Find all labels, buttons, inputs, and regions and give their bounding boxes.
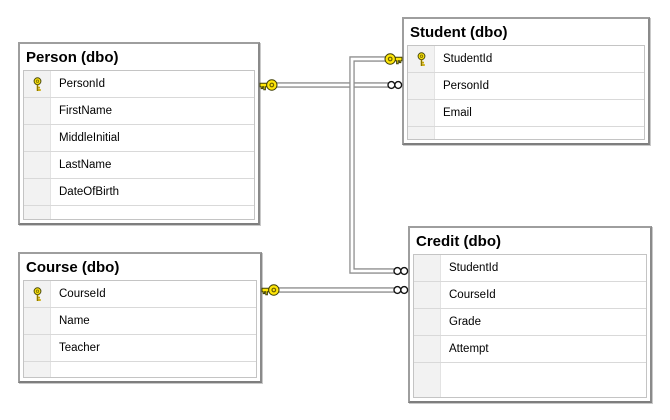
column-name: PersonId	[443, 80, 490, 92]
pk-cell	[408, 100, 434, 126]
table-row[interactable]: Attempt	[414, 336, 646, 363]
table-row[interactable]: Teacher	[24, 335, 256, 362]
primary-key-icon	[24, 71, 50, 97]
column-name: CourseId	[449, 289, 496, 301]
table-row[interactable]: CourseId	[414, 282, 646, 309]
many-end-infinity-icon	[387, 80, 403, 90]
column-name: DateOfBirth	[59, 186, 120, 198]
column-name: Grade	[449, 316, 481, 328]
one-end-key-icon	[261, 284, 280, 296]
pk-cell	[24, 308, 50, 334]
table-row[interactable]: StudentId	[414, 255, 646, 282]
table-title: Student (dbo)	[410, 23, 508, 41]
table-title: Person (dbo)	[26, 48, 119, 66]
many-end-infinity-icon	[393, 285, 409, 295]
pk-cell	[24, 179, 50, 205]
pk-cell	[414, 336, 440, 362]
table-row[interactable]: DateOfBirth	[24, 179, 254, 206]
column-name: Email	[443, 107, 472, 119]
table-row[interactable]: PersonId	[408, 73, 644, 100]
column-name: StudentId	[443, 53, 493, 65]
table-row[interactable]: FirstName	[24, 98, 254, 125]
column-name: Teacher	[59, 342, 100, 354]
row-selector-column	[414, 255, 441, 397]
pk-cell	[414, 309, 440, 335]
column-name: MiddleInitial	[59, 132, 120, 144]
pk-cell	[24, 152, 50, 178]
one-end-key-icon	[384, 53, 403, 65]
table-header[interactable]: Student (dbo)	[404, 19, 648, 45]
table-header[interactable]: Person (dbo)	[20, 44, 258, 70]
column-name: StudentId	[449, 262, 499, 274]
one-end-key-icon	[259, 79, 278, 91]
table-row[interactable]: Name	[24, 308, 256, 335]
row-selector-column	[24, 71, 51, 219]
relationship-student-credit[interactable]	[349, 56, 398, 274]
column-name: FirstName	[59, 105, 113, 117]
table-row[interactable]: Grade	[414, 309, 646, 336]
primary-key-icon	[408, 46, 434, 72]
table-row[interactable]: MiddleInitial	[24, 125, 254, 152]
table-header[interactable]: Course (dbo)	[20, 254, 260, 280]
table-row[interactable]: Email	[408, 100, 644, 127]
primary-key-icon	[24, 281, 50, 307]
table-row[interactable]: CourseId	[24, 281, 256, 308]
table-header[interactable]: Credit (dbo)	[410, 228, 650, 254]
pk-cell	[408, 73, 434, 99]
table-row[interactable]: StudentId	[408, 46, 644, 73]
pk-cell	[24, 335, 50, 361]
pk-cell	[414, 282, 440, 308]
table-row[interactable]: LastName	[24, 152, 254, 179]
column-name: PersonId	[59, 78, 106, 90]
table-row[interactable]: PersonId	[24, 71, 254, 98]
table-title: Credit (dbo)	[416, 232, 501, 250]
pk-cell	[414, 255, 440, 281]
pk-cell	[24, 125, 50, 151]
column-name: LastName	[59, 159, 112, 171]
many-end-infinity-icon	[393, 266, 409, 276]
column-name: Attempt	[449, 343, 489, 355]
table-title: Course (dbo)	[26, 258, 120, 276]
column-name: Name	[59, 315, 90, 327]
column-name: CourseId	[59, 288, 106, 300]
pk-cell	[24, 98, 50, 124]
